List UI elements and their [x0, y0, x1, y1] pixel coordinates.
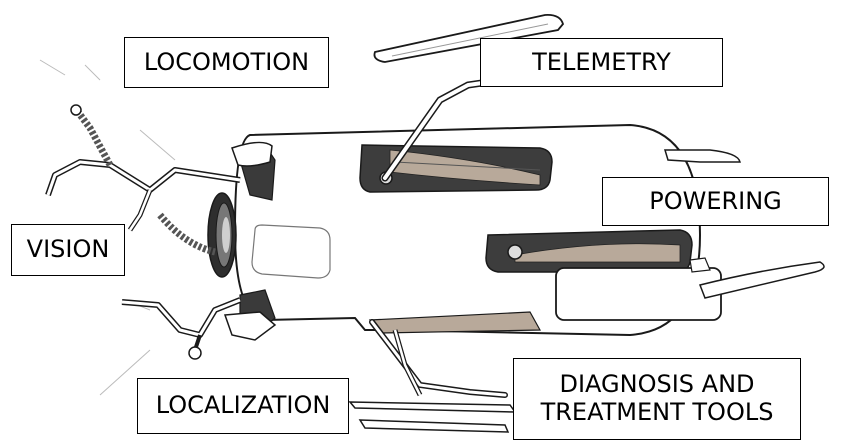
capsule-window [252, 225, 330, 278]
localization-label: LOCALIZATION [137, 378, 349, 434]
vision-label-text: VISION [27, 236, 110, 264]
telemetry-label: TELEMETRY [480, 38, 723, 87]
diagnosis-label-line2: TREATMENT TOOLS [541, 399, 774, 427]
telemetry-label-text: TELEMETRY [532, 49, 671, 77]
treatment-tool-arms [350, 312, 540, 432]
vision-label: VISION [11, 224, 125, 276]
locomotion-label-text: LOCOMOTION [144, 49, 309, 77]
lower-mechanism-slot [486, 230, 692, 272]
localization-label-text: LOCALIZATION [156, 392, 331, 420]
powering-panel [556, 268, 721, 320]
powering-label: POWERING [602, 177, 829, 226]
powering-label-text: POWERING [649, 188, 782, 216]
diagnosis-label-line1: DIAGNOSIS AND [559, 371, 754, 399]
right-lower-blade [700, 262, 824, 298]
locomotion-label: LOCOMOTION [124, 37, 329, 88]
right-upper-blade [665, 150, 740, 162]
vision-camera-ring [208, 193, 236, 277]
diagnosis-treatment-label: DIAGNOSIS AND TREATMENT TOOLS [513, 358, 801, 440]
